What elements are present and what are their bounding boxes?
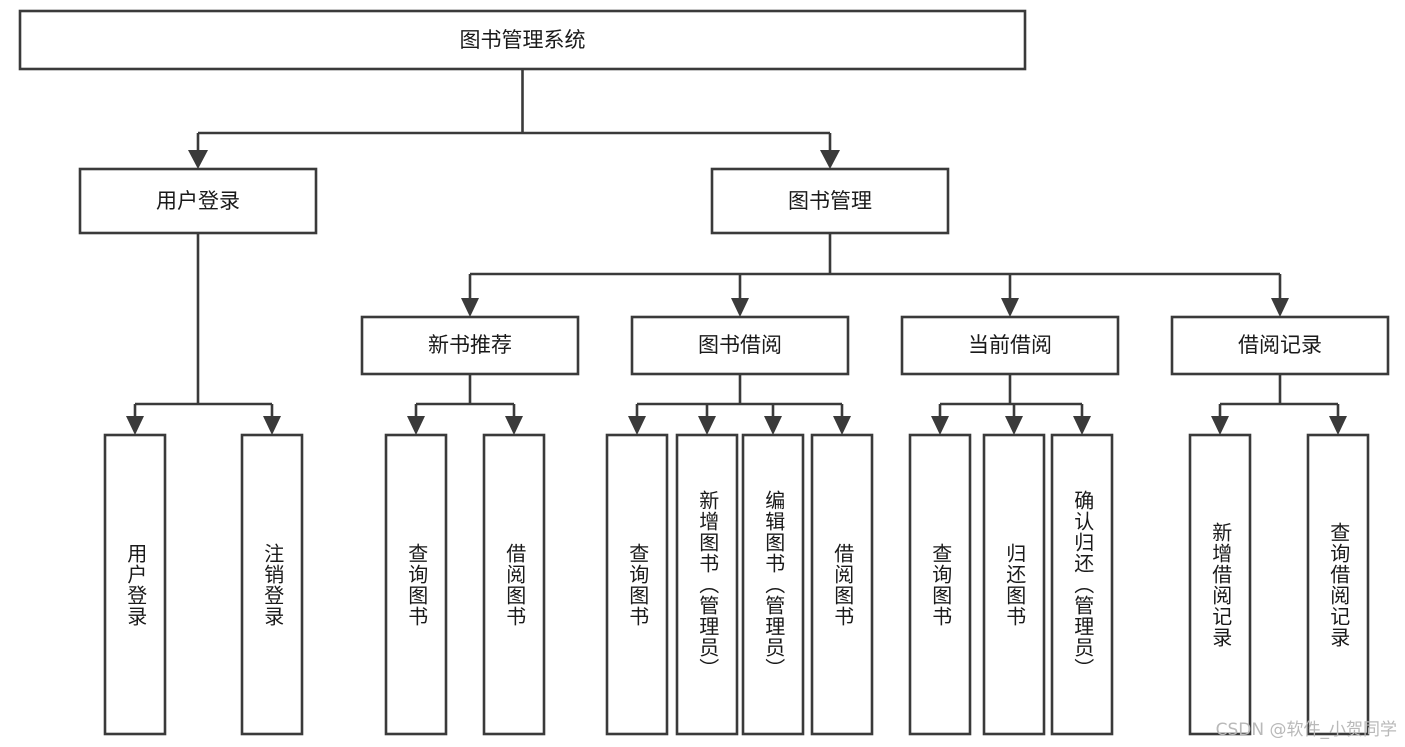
arrowhead-leaf-borrow-book-2 <box>833 416 851 435</box>
node-box-leaf-add-record[interactable] <box>1188 433 1252 736</box>
node-label-current-borrow: 当前借阅 <box>968 333 1052 357</box>
node-label-book-manage: 图书管理 <box>788 189 872 213</box>
arrowhead-leaf-borrow-book-1 <box>505 416 523 435</box>
arrowhead-leaf-return-book <box>1005 416 1023 435</box>
node-box-book-borrow[interactable] <box>630 315 850 376</box>
node-box-current-borrow[interactable] <box>900 315 1120 376</box>
node-box-leaf-logout[interactable] <box>240 433 304 736</box>
node-label-root: 图书管理系统 <box>460 28 586 52</box>
node-label-user-login: 用户登录 <box>156 189 240 213</box>
node-layer: 图书管理系统 用户登录 图书管理 新书推荐 图书借阅 当前借阅 借阅记录 <box>18 9 1390 376</box>
node-label-new-book-recommend: 新书推荐 <box>428 333 512 357</box>
node-box-leaf-edit-book[interactable] <box>741 433 805 736</box>
node-box-leaf-borrow-book-1[interactable] <box>482 433 546 736</box>
node-label-book-borrow: 图书借阅 <box>698 333 782 357</box>
arrowhead-leaf-query-record <box>1329 416 1347 435</box>
arrowhead-leaf-query-book-3 <box>931 416 949 435</box>
arrowhead-leaf-query-book-1 <box>407 416 425 435</box>
arrowhead-leaf-add-book <box>698 416 716 435</box>
arrowhead-leaf-add-record <box>1211 416 1229 435</box>
arrowhead-book-borrow <box>731 298 749 317</box>
arrowhead-current-borrow <box>1001 298 1019 317</box>
node-box-leaf-borrow-book-2[interactable] <box>810 433 874 736</box>
arrowhead-borrow-record <box>1271 298 1289 317</box>
watermark-text: CSDN @软件_小贺同学 <box>1215 720 1397 740</box>
node-box-book-manage[interactable] <box>710 167 950 235</box>
node-label-borrow-record: 借阅记录 <box>1238 333 1322 357</box>
arrowhead-user-login <box>188 150 208 169</box>
node-box-leaf-query-book-1[interactable] <box>384 433 448 736</box>
arrowhead-leaf-query-book-2 <box>628 416 646 435</box>
node-box-leaf-query-record[interactable] <box>1306 433 1370 736</box>
node-box-leaf-add-book[interactable] <box>675 433 739 736</box>
node-box-borrow-record[interactable] <box>1170 315 1390 376</box>
leaf-node-layer <box>103 433 1370 736</box>
node-box-leaf-query-book-3[interactable] <box>908 433 972 736</box>
connector-layer <box>126 69 1347 435</box>
arrowhead-leaf-logout <box>263 416 281 435</box>
arrowhead-leaf-user-login <box>126 416 144 435</box>
arrowhead-book-manage <box>820 150 840 169</box>
node-box-root[interactable] <box>18 9 1027 71</box>
node-box-leaf-query-book-2[interactable] <box>605 433 669 736</box>
node-box-leaf-confirm-return[interactable] <box>1050 433 1114 736</box>
node-box-leaf-return-book[interactable] <box>982 433 1046 736</box>
arrowhead-leaf-confirm-return <box>1073 416 1091 435</box>
node-box-leaf-user-login[interactable] <box>103 433 167 736</box>
arrowhead-leaf-edit-book <box>764 416 782 435</box>
arrowhead-new-book-recommend <box>461 298 479 317</box>
node-box-new-book-recommend[interactable] <box>360 315 580 376</box>
node-box-user-login[interactable] <box>78 167 318 235</box>
